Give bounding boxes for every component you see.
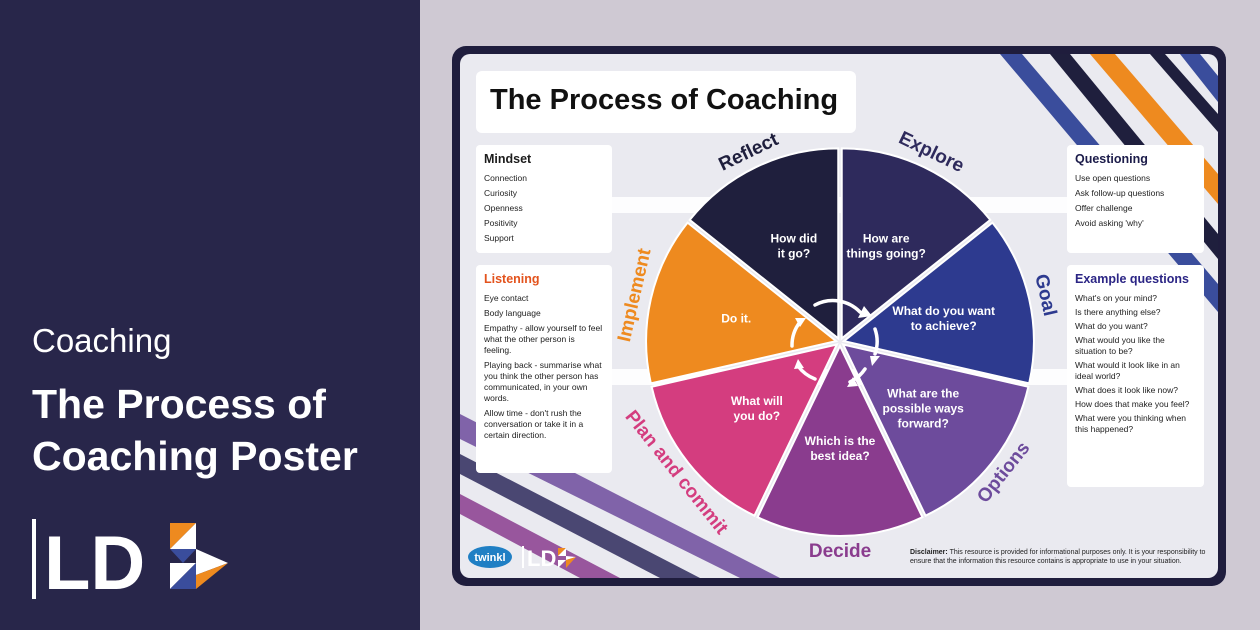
poster-title: The Process of Coaching — [490, 84, 839, 116]
example-question-item: What's on your mind? — [1075, 293, 1157, 303]
twinkl-logo-text: twinkl — [474, 552, 505, 564]
wheel-segment-goal — [841, 221, 1035, 385]
wheel-segment-decide — [756, 343, 924, 537]
mindset-item: Openness — [484, 203, 523, 213]
questioning-heading: Questioning — [1075, 152, 1148, 166]
wheel-question-implement: Do it. — [721, 311, 751, 325]
listening-item: Allow time - don't rush the conversation… — [484, 408, 584, 440]
footer-logo-bar — [522, 546, 524, 568]
example-question-item: What does it look like now? — [1075, 385, 1178, 395]
example-question-item: How does that make you feel? — [1075, 399, 1190, 409]
disclaimer-text: This resource is provided for informatio… — [910, 549, 1206, 565]
wheel-segment-plan-and-commit — [650, 343, 839, 518]
example-question-item: What do you want? — [1075, 321, 1148, 331]
listening-item: Eye contact — [484, 293, 529, 303]
wheel-segment-options — [841, 343, 1030, 518]
poster: The Process of Coaching Mindset Connecti… — [460, 54, 1218, 578]
footer-triangle-icon — [558, 548, 576, 568]
wheel-segment-explore — [840, 147, 992, 341]
mindset-item: Positivity — [484, 218, 518, 228]
questioning-card: Questioning Use open questions Ask follo… — [1067, 145, 1204, 253]
example-question-item: What would it look like in an ideal worl… — [1075, 360, 1180, 381]
poster-title-box: The Process of Coaching — [476, 71, 856, 133]
questioning-item: Offer challenge — [1075, 203, 1133, 213]
listening-item: Empathy - allow yourself to feel what th… — [484, 323, 603, 355]
category-label: Coaching — [32, 322, 172, 359]
wheel-segment-implement — [645, 221, 839, 385]
stage-label-decide: Decide — [809, 541, 871, 562]
banner-title-line-2: Coaching Poster — [32, 433, 358, 479]
questioning-item: Use open questions — [1075, 173, 1151, 183]
poster-frame: The Process of Coaching Mindset Connecti… — [452, 46, 1226, 586]
example-questions-heading: Example questions — [1075, 272, 1189, 286]
logo-text: LD — [44, 521, 145, 605]
wheel-segment-reflect — [688, 147, 840, 341]
banner-title: The Process of Coaching Poster — [32, 378, 358, 482]
footer-logos: twinkl LD — [468, 546, 576, 571]
questioning-item: Avoid asking 'why' — [1075, 218, 1144, 228]
example-questions-card: Example questions What's on your mind? I… — [1067, 265, 1204, 487]
banner-panel: Coaching The Process of Coaching Poster … — [0, 0, 420, 630]
listening-heading: Listening — [484, 272, 540, 286]
listening-item: Playing back - summarise what you think … — [484, 360, 602, 403]
mindset-item: Support — [484, 233, 514, 243]
listening-item: Body language — [484, 308, 541, 318]
cycle-arrows-icon — [790, 298, 880, 387]
mindset-card: Mindset Connection Curiosity Openness Po… — [476, 145, 612, 253]
logo-triangle-icon — [170, 523, 228, 589]
logo-bar — [32, 519, 36, 599]
questioning-item: Ask follow-up questions — [1075, 188, 1165, 198]
mindset-item: Connection — [484, 173, 528, 183]
example-question-item: What were you thinking when this happene… — [1075, 413, 1187, 434]
banner-title-line-1: The Process of — [32, 381, 326, 427]
example-question-item: What would you like the situation to be? — [1075, 335, 1165, 356]
disclaimer-label: Disclaimer: — [910, 549, 948, 556]
footer-ld-logo-text: LD — [527, 546, 556, 571]
stage-label-goal: Goal — [1030, 272, 1060, 318]
ld-logo: LD — [32, 519, 228, 605]
mindset-heading: Mindset — [484, 152, 532, 166]
listening-card: Listening Eye contact Body language Empa… — [476, 265, 612, 473]
mindset-item: Curiosity — [484, 188, 518, 198]
wheel-segments — [645, 147, 1035, 537]
disclaimer: Disclaimer: This resource is provided fo… — [910, 548, 1210, 566]
example-question-item: Is there anything else? — [1075, 307, 1161, 317]
twinkl-logo — [468, 546, 512, 568]
